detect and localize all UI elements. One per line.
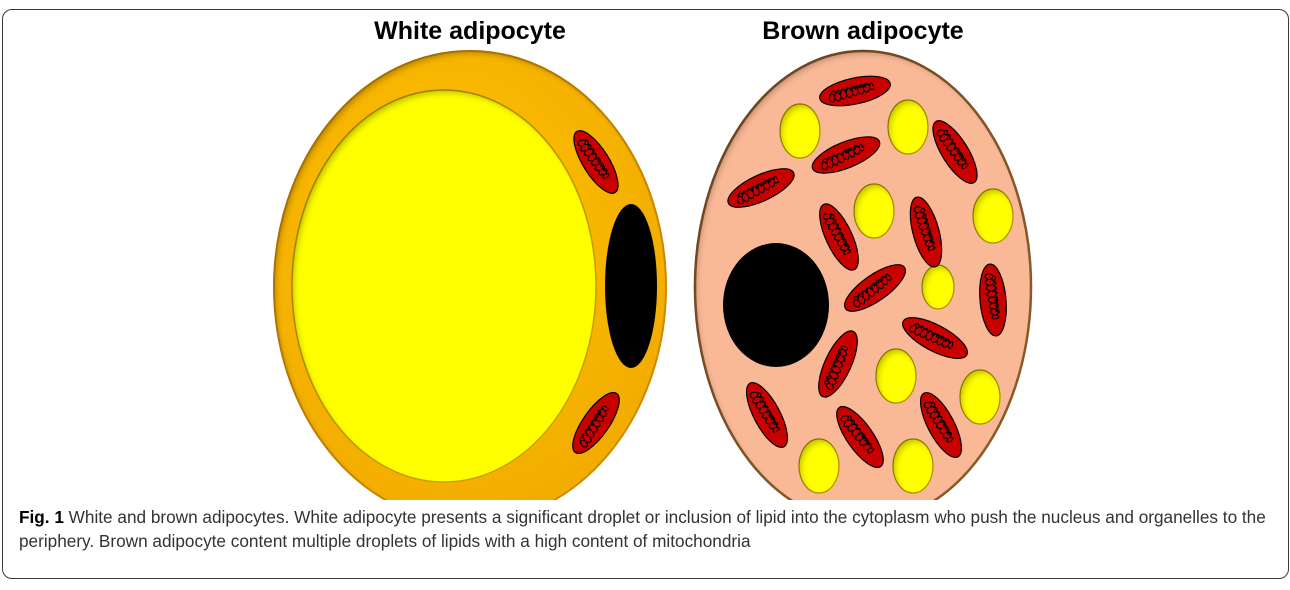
brown-lipid-droplet [960, 370, 1000, 424]
brown-lipid-droplet [922, 265, 954, 309]
brown-lipid-droplet [973, 189, 1013, 243]
adipocyte-diagram [0, 0, 1290, 500]
brown-lipid-droplet [780, 104, 820, 158]
brown-adipocyte [695, 51, 1031, 500]
brown-lipid-droplet [854, 184, 894, 238]
brown-nucleus [723, 243, 829, 367]
white-nucleus [605, 204, 657, 368]
figure-label: Fig. 1 [19, 507, 64, 527]
figure-caption: Fig. 1 White and brown adipocytes. White… [19, 505, 1284, 553]
brown-lipid-droplet [799, 439, 839, 493]
white-adipocyte [274, 51, 666, 500]
brown-lipid-droplet [893, 439, 933, 493]
brown-lipid-droplet [876, 349, 916, 403]
figure-caption-text: White and brown adipocytes. White adipoc… [19, 507, 1266, 551]
brown-lipid-droplet [888, 100, 928, 154]
white-lipid-droplet [292, 90, 596, 482]
